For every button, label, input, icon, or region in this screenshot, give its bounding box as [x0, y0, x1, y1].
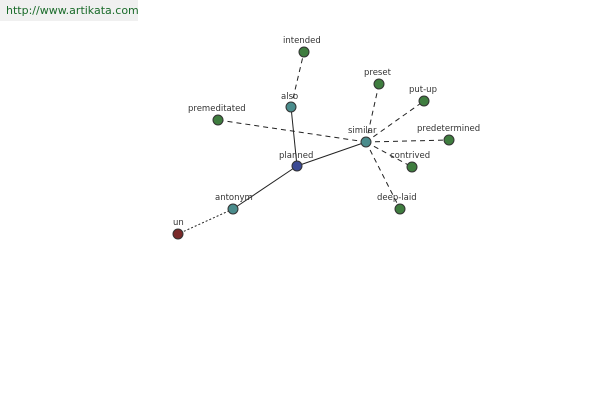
node-label-put-up: put-up: [409, 85, 437, 95]
edges-layer: [177, 51, 450, 235]
edge-planned-antonym: [232, 165, 298, 210]
node-label-similar: similar: [348, 126, 377, 136]
node-label-planned: planned: [279, 151, 313, 161]
node-un[interactable]: un: [172, 218, 184, 240]
node-label-premeditated: premeditated: [188, 104, 246, 114]
node-label-un: un: [173, 218, 184, 228]
node-intended[interactable]: intended: [283, 36, 321, 58]
node-dot-antonym[interactable]: [227, 203, 239, 215]
node-dot-premeditated[interactable]: [212, 114, 224, 126]
node-label-contrived: contrived: [390, 151, 430, 161]
node-label-also: also: [281, 92, 298, 102]
node-dot-planned[interactable]: [291, 160, 303, 172]
node-dot-preset[interactable]: [373, 78, 385, 90]
edge-similar-preset: [365, 83, 380, 143]
edge-also-intended: [290, 51, 305, 108]
site-url-link[interactable]: http://www.artikata.com: [0, 0, 139, 21]
node-similar[interactable]: similar: [348, 126, 377, 148]
node-dot-un[interactable]: [172, 228, 184, 240]
node-dot-also[interactable]: [285, 101, 297, 113]
node-dot-predetermined[interactable]: [443, 134, 455, 146]
node-preset[interactable]: preset: [364, 68, 392, 90]
node-label-antonym: antonym: [215, 193, 253, 203]
node-predetermined[interactable]: predetermined: [417, 124, 480, 146]
node-put-up[interactable]: put-up: [409, 85, 437, 107]
edge-similar-premeditated: [217, 119, 367, 143]
node-deep-laid[interactable]: deep-laid: [377, 193, 417, 215]
edge-antonym-un: [177, 208, 234, 235]
node-dot-deep-laid[interactable]: [394, 203, 406, 215]
node-antonym[interactable]: antonym: [215, 193, 253, 215]
node-planned[interactable]: planned: [279, 151, 313, 172]
node-dot-contrived[interactable]: [406, 161, 418, 173]
edge-similar-put-up: [365, 100, 425, 143]
node-premeditated[interactable]: premeditated: [188, 104, 246, 126]
node-also[interactable]: also: [281, 92, 298, 113]
nodes-layer: planned also similar antonym intended premedi…: [172, 36, 480, 240]
node-label-predetermined: predetermined: [417, 124, 480, 134]
node-label-deep-laid: deep-laid: [377, 193, 417, 203]
edge-similar-predetermined: [365, 139, 450, 143]
edge-similar-deep-laid: [365, 141, 401, 210]
node-label-intended: intended: [283, 36, 321, 46]
node-dot-similar[interactable]: [360, 136, 372, 148]
edge-planned-also: [290, 106, 298, 167]
node-dot-intended[interactable]: [298, 46, 310, 58]
node-dot-put-up[interactable]: [418, 95, 430, 107]
node-contrived[interactable]: contrived: [390, 151, 430, 173]
edge-planned-similar: [296, 141, 367, 167]
node-label-preset: preset: [364, 68, 392, 78]
